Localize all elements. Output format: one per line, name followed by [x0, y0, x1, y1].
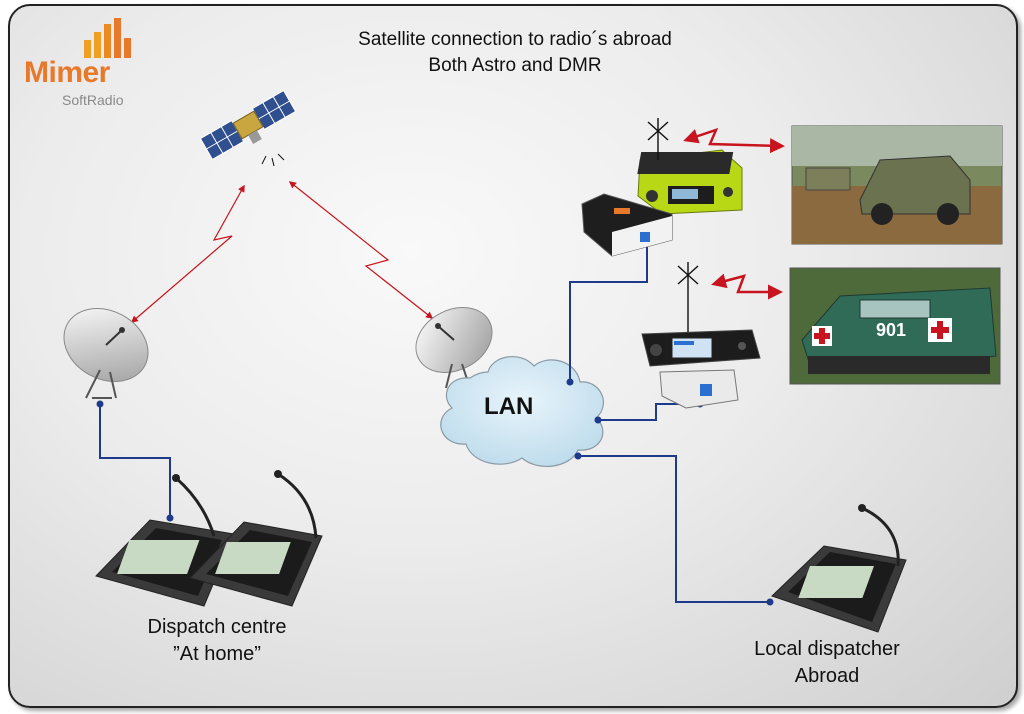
dispatch-console-home-1-icon	[95, 474, 235, 607]
logo-wordmark: Mimer	[24, 56, 110, 89]
vehicle-marking: 901	[876, 320, 906, 340]
radio-link-2	[711, 273, 783, 300]
radio-astro-icon	[637, 149, 743, 215]
gateway-box-1-icon	[581, 193, 673, 257]
lan-label: LAN	[484, 393, 534, 420]
caption-dispatch-centre: Dispatch centre ”At home”	[112, 614, 322, 668]
satellite-dish-home-icon	[63, 308, 149, 399]
gateway-box-2-icon	[659, 369, 739, 409]
antenna-1-icon	[647, 118, 669, 160]
logo-subtitle: SoftRadio	[62, 92, 124, 108]
caption-local-dispatcher: Local dispatcher Abroad	[722, 636, 932, 690]
caption-local-line-1: Local dispatcher	[754, 638, 900, 660]
vehicle-photo-2: 901	[789, 267, 1001, 385]
caption-dispatch-line-2: ”At home”	[173, 643, 261, 665]
dispatch-console-home-2-icon	[189, 470, 323, 607]
diagram-title: Satellite connection to radio´s abroad B…	[300, 27, 730, 79]
radio-link-1	[683, 127, 785, 154]
title-line-2: Both Astro and DMR	[428, 55, 602, 76]
satellite-dish-abroad-icon	[415, 307, 493, 389]
caption-local-line-2: Abroad	[794, 665, 860, 687]
satellite-icon	[199, 89, 297, 161]
dispatch-console-abroad-icon	[771, 504, 907, 633]
radio-dmr-icon	[641, 329, 761, 367]
sat-link-abroad	[288, 181, 434, 319]
antenna-2-icon	[677, 262, 699, 332]
caption-dispatch-line-1: Dispatch centre	[147, 616, 287, 638]
lan-cloud	[440, 356, 605, 467]
signal-sparks	[261, 153, 285, 167]
title-line-1: Satellite connection to radio´s abroad	[358, 29, 672, 50]
logo-bars-icon	[84, 18, 131, 58]
vehicle-photo-1	[791, 125, 1003, 245]
sat-link-home	[130, 184, 245, 323]
